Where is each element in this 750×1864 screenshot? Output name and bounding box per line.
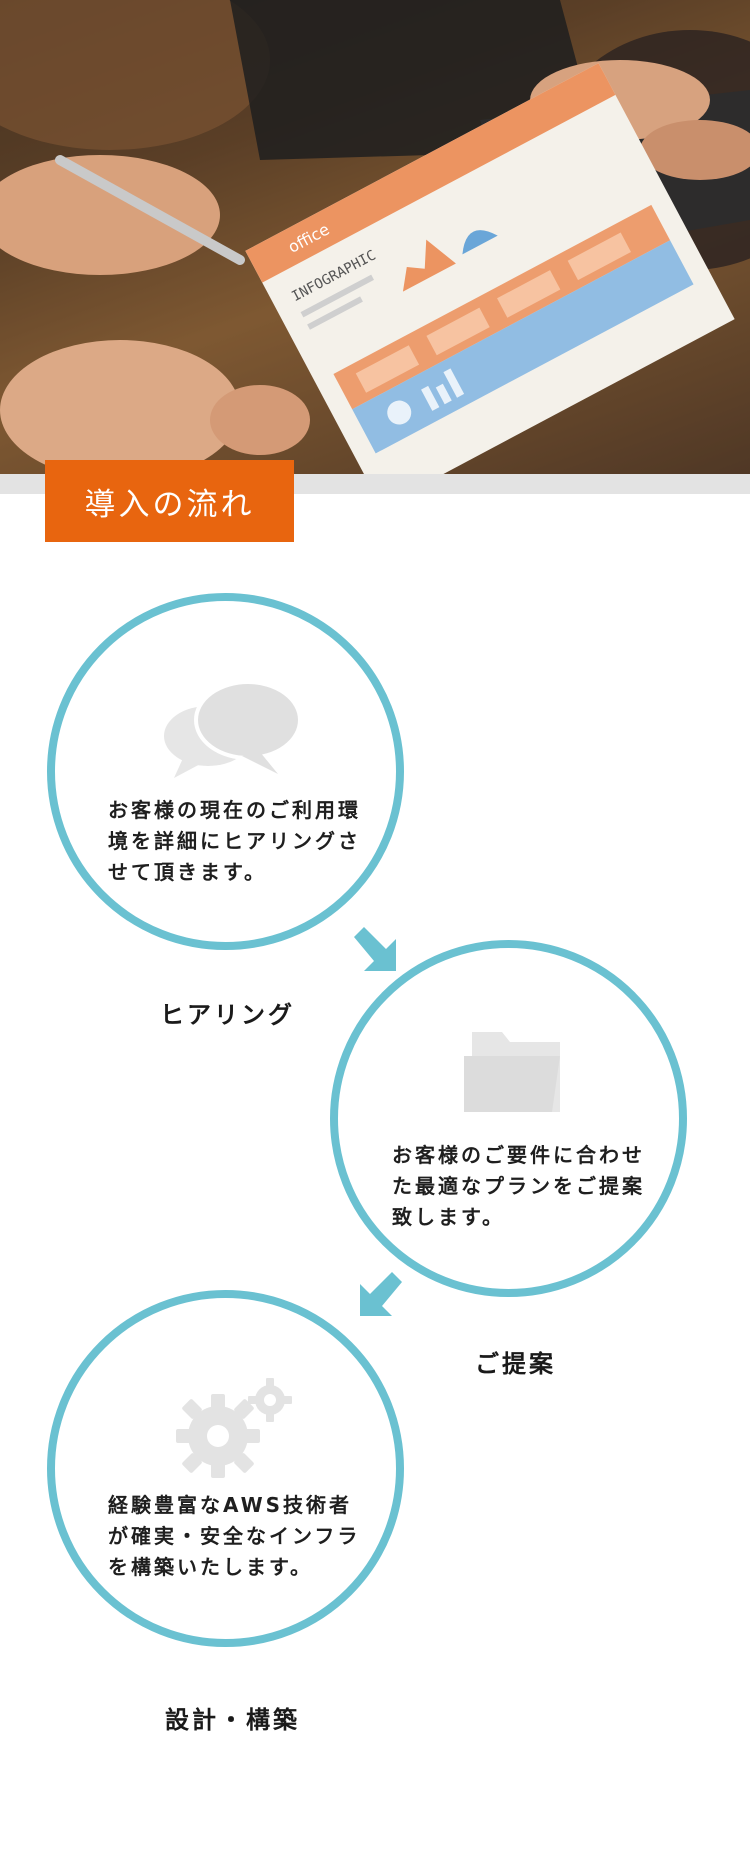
step-3-title: 設計・構築 xyxy=(165,1706,300,1734)
step-3-description: 経験豊富なAWS技術者が確実・安全なインフラを構築いたします。 xyxy=(108,1493,361,1579)
step-3-circle xyxy=(47,1290,404,1647)
arrow-down-right-icon xyxy=(354,927,396,971)
hero-photo-illustration: office INFOGRAPHIC xyxy=(0,0,750,474)
hero-photo: office INFOGRAPHIC xyxy=(0,0,750,474)
folder-icon xyxy=(464,1032,560,1112)
gears-icon xyxy=(176,1378,292,1478)
step-2-title: ご提案 xyxy=(475,1350,556,1378)
speech-bubbles-icon xyxy=(164,680,300,778)
arrow-down-left-icon xyxy=(360,1272,402,1316)
section-heading-text: 導入の流れ xyxy=(84,486,255,523)
step-1-circle xyxy=(47,593,404,950)
step-1-title: ヒアリング xyxy=(160,1001,295,1029)
step-2-description: お客様のご要件に合わせた最適なプランをご提案致します。 xyxy=(392,1143,645,1229)
section-heading-label: 導入の流れ xyxy=(45,460,294,542)
step-2-circle xyxy=(330,940,687,1297)
step-1-description: お客様の現在のご利用環境を詳細にヒアリングさせて頂きます。 xyxy=(108,798,361,884)
